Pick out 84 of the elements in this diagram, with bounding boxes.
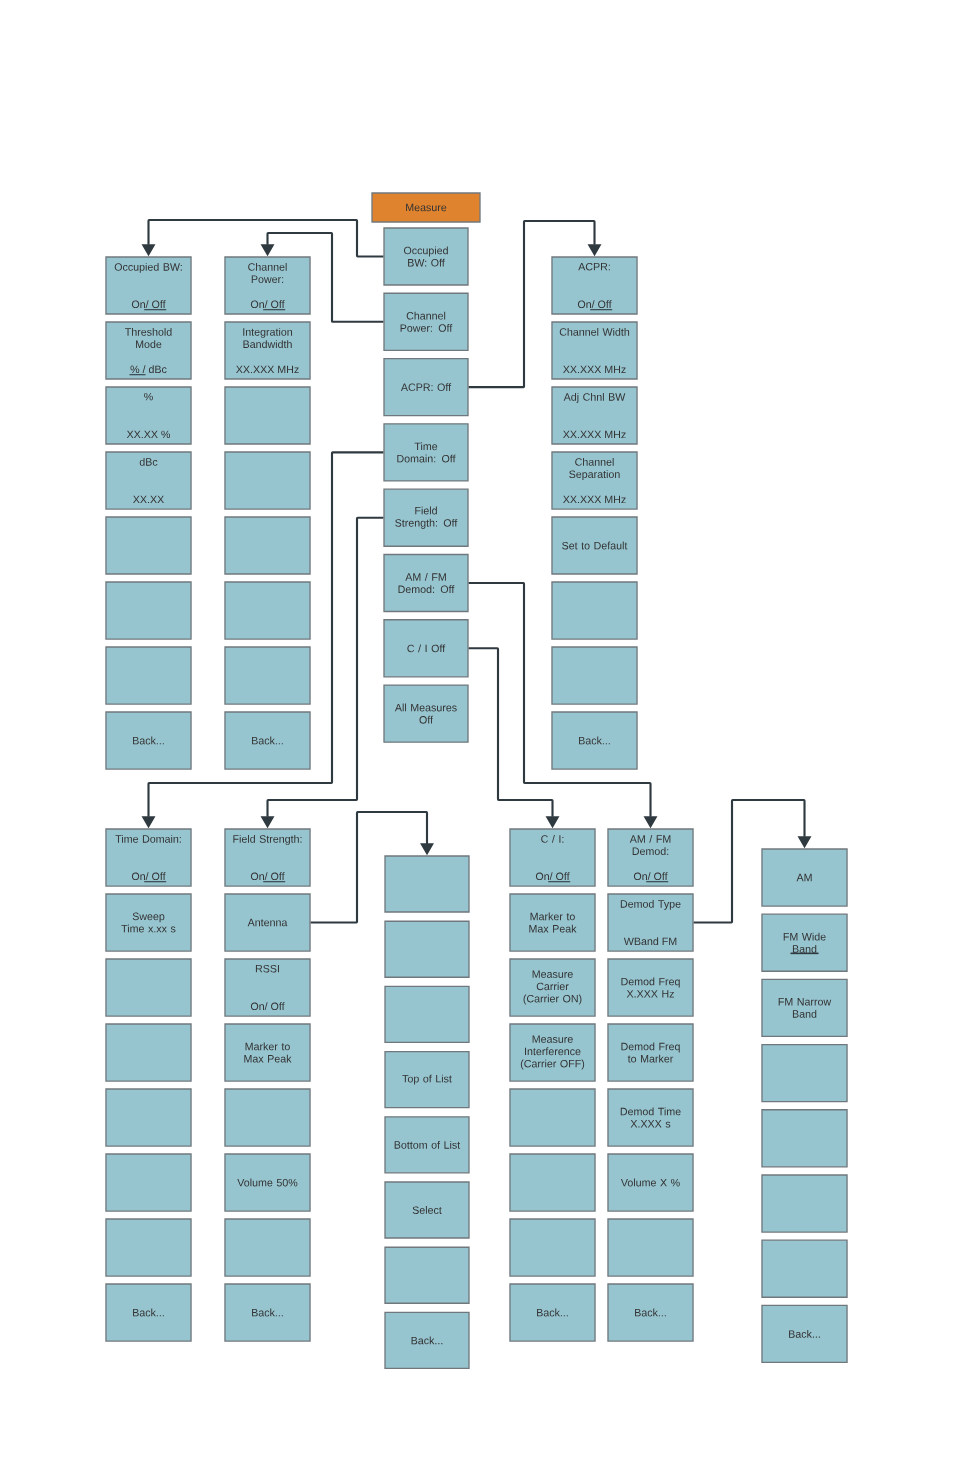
menu-button: Bottom of List	[384, 1116, 470, 1174]
menu-button: Sweep Time x.xx s	[105, 893, 192, 952]
menu-button: Back...	[761, 1304, 848, 1364]
menu-button: Volume 50%	[224, 1153, 311, 1212]
blank-button	[384, 985, 470, 1044]
blank-button	[551, 581, 638, 640]
blank-button	[224, 1218, 311, 1277]
blank-button	[105, 1153, 192, 1212]
menu-button: Channel Power: Off	[383, 292, 469, 351]
menu-button: RSSI On/ Off	[224, 958, 311, 1017]
blank-button	[224, 516, 311, 575]
blank-button	[509, 1153, 596, 1212]
blank-button	[384, 855, 470, 913]
menu-button: Field Strength: Off	[383, 488, 469, 547]
menu-button: Measure Carrier (Carrier ON)	[509, 958, 596, 1017]
menu-button: Field Strength: On/ Off	[224, 828, 311, 887]
menu-button: Back...	[105, 711, 192, 770]
blank-button	[509, 1088, 596, 1147]
menu-button: Occupied BW: On/ Off	[105, 256, 192, 315]
menu-button: Back...	[384, 1311, 470, 1370]
blank-button	[105, 1023, 192, 1082]
menu-button: Channel Separation XX.XXX MHz	[551, 451, 638, 510]
blank-button	[509, 1218, 596, 1277]
blank-button	[607, 1218, 694, 1277]
blank-button	[761, 1109, 848, 1168]
connector-arrow	[693, 798, 812, 924]
menu-button: AM / FM Demod: Off	[383, 553, 469, 613]
menu-button: C / I: On/ Off	[509, 828, 596, 887]
blank-button	[105, 516, 192, 575]
menu-button: Occupied BW: Off	[383, 227, 469, 286]
menu-button: Select	[384, 1181, 470, 1239]
menu-button: C / I Off	[383, 619, 469, 678]
menu-button: Channel Width XX.XXX MHz	[551, 321, 638, 380]
menu-button: ACPR: On/ Off	[551, 256, 638, 315]
menu-button: Demod Freq X.XXX Hz	[607, 958, 694, 1017]
menu-button: Channel Power: On/ Off	[224, 256, 311, 315]
blank-button	[224, 646, 311, 705]
menu-button: Integration Bandwidth XX.XXX MHz	[224, 321, 311, 380]
menu-button: ACPR: Off	[383, 357, 469, 417]
menu-button: Back...	[105, 1283, 192, 1342]
blank-button	[224, 451, 311, 510]
menu-button: Antenna	[224, 893, 311, 952]
menu-button: Time Domain: Off	[383, 423, 469, 482]
menu-button: Back...	[607, 1283, 694, 1342]
menu-button: Threshold Mode % / dBc	[105, 321, 192, 380]
blank-button	[384, 1246, 470, 1304]
menu-button: Demod Time X.XXX s	[607, 1088, 694, 1147]
blank-button	[105, 1088, 192, 1147]
menu-button: Back...	[224, 1283, 311, 1342]
blank-button	[224, 1088, 311, 1147]
blank-button	[761, 1043, 848, 1103]
menu-button: Top of List	[384, 1050, 470, 1109]
menu-button: Back...	[509, 1283, 596, 1342]
menu-button: AM / FM Demod: On/ Off	[607, 828, 694, 887]
blank-button	[105, 1218, 192, 1277]
blank-button	[105, 958, 192, 1017]
menu-button: FM Narrow Band	[761, 978, 848, 1038]
menu-button: Marker to Max Peak	[509, 893, 596, 952]
menu-button: Demod Type WBand FM	[607, 893, 694, 952]
menu-button: dBc XX.XX	[105, 451, 192, 510]
connector-arrow	[310, 810, 434, 924]
menu-button: Measure Interference (Carrier OFF)	[509, 1023, 596, 1082]
blank-button	[551, 646, 638, 705]
blank-button	[761, 1174, 848, 1233]
blank-button	[224, 581, 311, 640]
menu-button: All Measures Off	[383, 684, 469, 743]
menu-button: Time Domain: On/ Off	[105, 828, 192, 887]
blank-button	[761, 1239, 848, 1298]
menu-button: Back...	[551, 711, 638, 770]
menu-button: Marker to Max Peak	[224, 1023, 311, 1082]
menu-title-box: Measure	[371, 192, 481, 223]
blank-button	[384, 920, 470, 978]
menu-button: Set to Default	[551, 516, 638, 575]
menu-button: Back...	[224, 711, 311, 770]
menu-button: % XX.XX %	[105, 386, 192, 445]
menu-button: Volume X %	[607, 1153, 694, 1212]
blank-button	[105, 581, 192, 640]
menu-button: AM	[761, 848, 848, 907]
menu-button: FM Wide Band	[761, 913, 848, 972]
blank-button	[224, 386, 311, 445]
menu-button: Demod Freq to Marker	[607, 1023, 694, 1082]
connector-arrow	[468, 219, 602, 389]
menu-button: Adj Chnl BW XX.XXX MHz	[551, 386, 638, 445]
blank-button	[105, 646, 192, 705]
